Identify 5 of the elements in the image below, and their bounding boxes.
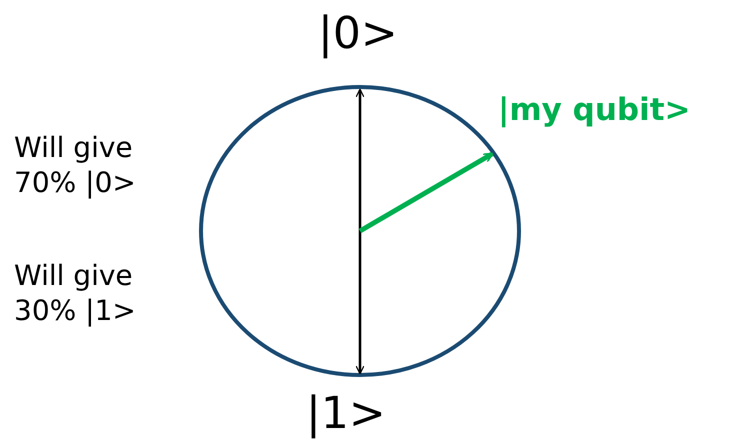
state-label: |1> (306, 388, 386, 439)
probability-note: Will give 30% |1> (14, 258, 137, 328)
state-label: |0> (318, 8, 398, 59)
probability-note: Will give 70% |0> (14, 130, 137, 200)
state-label: |my qubit> (498, 92, 690, 128)
